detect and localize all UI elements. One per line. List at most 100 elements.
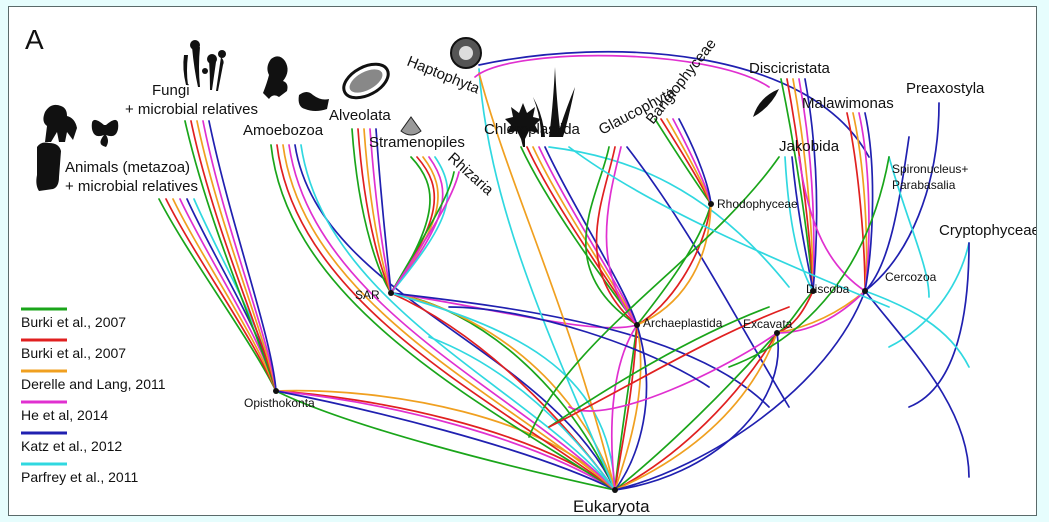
tree-branch [614, 324, 648, 491]
tree-branch [636, 203, 712, 326]
tree-branch [375, 128, 392, 294]
label-jakobida: Jakobida [779, 138, 840, 155]
node-label-sar: SAR [355, 288, 380, 302]
label-chloroplastida: Chloroplastida [484, 121, 581, 138]
tree-branch [448, 306, 710, 388]
opisthokonta-node [273, 388, 279, 394]
tree-branch [776, 290, 866, 334]
node-label-excavata: Excavata [743, 317, 793, 331]
tree-branch [528, 156, 780, 438]
tree-branch [478, 72, 616, 491]
tree-branch [614, 332, 780, 491]
label-stramenopiles: Stramenopiles [369, 134, 465, 151]
node-labels: SAR Opisthokonta Rhodophyceae Archaeplas… [244, 197, 937, 516]
tree-branch [390, 156, 449, 294]
tree-branch [390, 171, 455, 294]
tree-branch [864, 102, 940, 292]
cercozoa-node [862, 288, 868, 294]
node-label-discoba: Discoba [806, 282, 850, 296]
tree-branch [584, 146, 638, 326]
tree-lines [158, 50, 970, 491]
tree-branch [208, 120, 277, 392]
tree-branch [548, 146, 790, 288]
tree-branch [595, 146, 638, 326]
butterfly-icon [91, 119, 119, 147]
tree-branch [275, 390, 616, 491]
rhodophyceae-node [708, 201, 714, 207]
label-fungi-1: Fungi [152, 82, 190, 99]
label-cryptophyceae: Cryptophyceae [939, 222, 1037, 239]
tree-branch [864, 136, 910, 292]
label-spironucleus-2: Parabasalia [892, 178, 956, 192]
tree-branch [791, 156, 814, 292]
tree-branch [605, 146, 638, 326]
label-alveolata: Alveolata [329, 107, 391, 124]
tree-branch [165, 198, 277, 392]
flagellate-icon [753, 89, 779, 117]
tree-branch [864, 112, 874, 292]
tree-branch [196, 120, 277, 392]
tree-branch [614, 290, 866, 491]
tree-branch [908, 242, 970, 408]
tree-branch [294, 144, 616, 491]
legend-label: Burki et al., 2007 [21, 314, 126, 330]
tree-branch [776, 290, 814, 334]
tree-branch [478, 68, 616, 491]
diatom-icon [400, 116, 422, 136]
node-label-archaeplastida: Archaeplastida [643, 316, 723, 330]
tree-branch [568, 146, 890, 308]
tree-branch [804, 78, 818, 292]
tree-branch [390, 156, 444, 294]
tree-branch [636, 203, 712, 326]
grass-icon [533, 67, 575, 137]
tree-branch [852, 112, 868, 292]
archaeplastida-node [634, 322, 640, 328]
legend-label: He et al, 2014 [21, 407, 108, 423]
tree-branch [798, 156, 866, 292]
tree-branch [275, 390, 616, 491]
root-label-eukaryota: Eukaryota [573, 497, 650, 516]
label-preaxostyla: Preaxostyla [906, 80, 985, 97]
label-animals-1: Animals (metazoa) [65, 159, 190, 176]
tree-branch [474, 54, 770, 88]
label-animals-2: + microbial relatives [65, 178, 198, 195]
node-label-opisthokonta: Opisthokonta [244, 396, 315, 410]
tree-branch [351, 128, 392, 294]
tree-branch [390, 171, 460, 294]
eukaryota-node [612, 487, 618, 493]
organism-silhouettes [36, 37, 779, 191]
tree-branch [864, 290, 970, 478]
tree-branch [614, 332, 778, 491]
label-malawimonas: Malawimonas [802, 95, 894, 112]
sar-node [388, 290, 394, 296]
tree-branch [190, 120, 277, 392]
ciliate-icon [342, 62, 390, 100]
discoba-node [810, 288, 816, 294]
figure-frame: A Animals (metazoa) + microbial relative… [8, 6, 1037, 516]
tree-branch [288, 144, 616, 491]
tree-branch [202, 120, 277, 392]
tree-branch [548, 306, 790, 428]
tree-branch [478, 50, 870, 158]
tree-branch [784, 156, 814, 292]
tree-branch [184, 120, 277, 392]
tree-branch [858, 112, 870, 292]
excavata-node [774, 330, 780, 336]
tree-branch [614, 332, 778, 491]
tree-branch [728, 156, 890, 368]
label-fungi-2: + microbial relatives [125, 101, 258, 118]
starfish-icon [36, 142, 61, 191]
tree-branch [610, 324, 638, 491]
tree-branch [888, 156, 930, 298]
tree-branch [270, 144, 616, 491]
tree-branch [390, 156, 436, 294]
label-bangiophyceae: Bangiophyceae [643, 35, 720, 127]
tree-branch [282, 144, 616, 491]
tree-branch [636, 203, 712, 326]
tree-branch [626, 146, 790, 408]
mushroom-icon [183, 47, 224, 91]
node-label-cercozoa: Cercozoa [885, 270, 937, 284]
tree-branch [614, 324, 642, 491]
tree-branch [158, 198, 277, 392]
